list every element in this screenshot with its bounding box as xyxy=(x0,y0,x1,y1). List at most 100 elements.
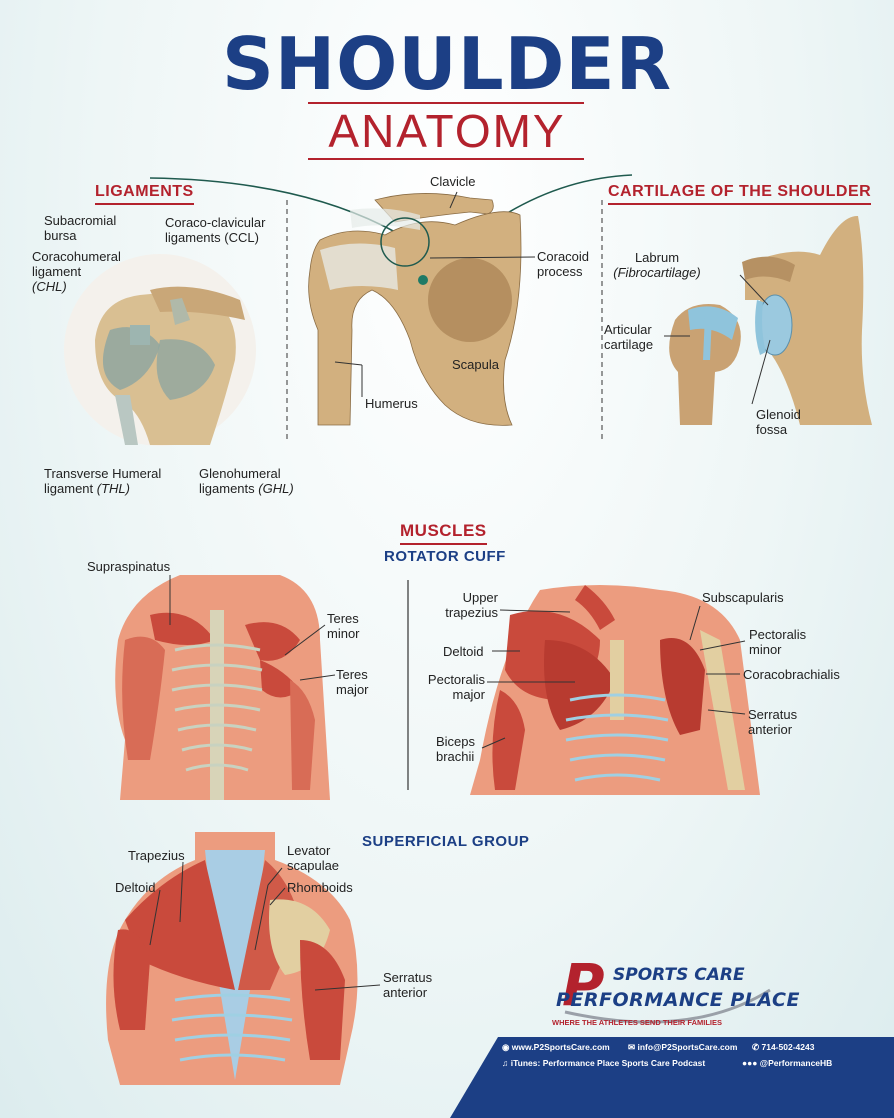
label-trapezius: Trapezius xyxy=(128,848,185,863)
label-articular-cartilage: Articular cartilage xyxy=(604,322,653,352)
label-coracobrachialis: Coracobrachialis xyxy=(743,667,840,682)
footer-social-text: @PerformanceHB xyxy=(759,1058,833,1068)
label-serratus-back-line2: anterior xyxy=(383,985,428,1000)
label-teres-major-line2: major xyxy=(336,682,369,697)
footer-email-text: info@P2SportsCare.com xyxy=(637,1042,738,1052)
label-serratus-back-line1: Serratus xyxy=(383,970,433,985)
footer-phone-text: 714-502-4243 xyxy=(761,1042,815,1052)
label-labrum-line1: Labrum xyxy=(634,250,680,265)
label-levator-line1: Levator xyxy=(287,843,331,858)
label-teres-major: Teres major xyxy=(336,667,369,697)
label-upper-trapezius: Upper trapezius xyxy=(440,590,498,620)
label-labrum: Labrum (Fibrocartilage) xyxy=(607,250,707,280)
label-pectoralis-minor: Pectoralis minor xyxy=(749,627,806,657)
label-clavicle: Clavicle xyxy=(430,174,476,189)
logo: P SPORTS CARE PERFORMANCE PLACE WHERE TH… xyxy=(548,951,799,1030)
music-note-icon: ♫ xyxy=(502,1058,509,1068)
label-biceps-line2: brachii xyxy=(436,749,475,764)
label-ghl: Glenohumeral ligaments (GHL) xyxy=(199,466,294,496)
label-thl-line1: Transverse Humeral xyxy=(44,466,162,481)
label-supraspinatus: Supraspinatus xyxy=(87,559,171,574)
footer-podcast-text: iTunes: Performance Place Sports Care Po… xyxy=(510,1058,706,1068)
label-teres-minor-line2: minor xyxy=(327,626,360,641)
footer-social[interactable]: ●●● @PerformanceHB xyxy=(742,1058,832,1068)
page-title: SHOULDER xyxy=(221,22,673,106)
ligaments-illustration xyxy=(64,254,256,446)
logo-swoosh xyxy=(564,988,771,1024)
footer-email[interactable]: ✉ info@P2SportsCare.com xyxy=(628,1042,737,1053)
mail-icon: ✉ xyxy=(628,1042,636,1052)
title-rule-bottom xyxy=(308,158,584,160)
label-pec-major-line1: Pectoralis xyxy=(427,672,485,687)
label-labrum-line2: (Fibrocartilage) xyxy=(613,265,701,280)
label-serratus-front-line1: Serratus xyxy=(748,707,798,722)
label-teres-major-line1: Teres xyxy=(336,667,368,682)
label-thl: Transverse Humeral ligament (THL) xyxy=(44,466,161,496)
label-articular-line2: cartilage xyxy=(604,337,654,352)
cartilage-illustration xyxy=(664,215,872,425)
rotator-cuff-back-illustration xyxy=(115,575,336,800)
label-pec-minor-line1: Pectoralis xyxy=(749,627,807,642)
page-subtitle: ANATOMY xyxy=(328,105,566,157)
footer-website[interactable]: ◉ www.P2SportsCare.com xyxy=(502,1042,610,1053)
label-serratus-front: Serratus anterior xyxy=(748,707,797,737)
label-pec-major-line2: major xyxy=(452,687,485,702)
logo-performance-place: PERFORMANCE PLACE xyxy=(556,989,800,1011)
label-biceps-line1: Biceps xyxy=(436,734,476,749)
label-subacromial-bursa: Subacromial bursa xyxy=(44,213,117,243)
label-ghl-line3: (GHL) xyxy=(258,481,294,496)
footer-website-text: www.P2SportsCare.com xyxy=(511,1042,610,1052)
label-serratus-back: Serratus anterior xyxy=(383,970,432,1000)
label-serratus-front-line2: anterior xyxy=(748,722,793,737)
label-thl-line2: ligament xyxy=(44,481,94,496)
label-chl-line1: Coracohumeral xyxy=(32,249,121,264)
label-scapula: Scapula xyxy=(452,357,499,372)
label-coracoid-line1: Coracoid xyxy=(537,249,590,264)
rotator-cuff-heading: ROTATOR CUFF xyxy=(384,548,506,565)
label-chl: Coracohumeral ligament (CHL) xyxy=(32,249,121,294)
label-upper-trap-line2: trapezius xyxy=(445,605,498,620)
superficial-group-heading: SUPERFICIAL GROUP xyxy=(362,833,530,850)
label-rhomboids: Rhomboids xyxy=(287,880,353,895)
logo-tagline: WHERE THE ATHLETES SEND THEIR FAMILIES xyxy=(552,1018,723,1027)
footer-phone[interactable]: ✆ 714-502-4243 xyxy=(752,1042,814,1053)
label-coracoid-line2: process xyxy=(537,264,583,279)
label-coracoid: Coracoid process xyxy=(537,249,589,279)
footer-band xyxy=(450,1037,894,1118)
label-chl-line3: (CHL) xyxy=(32,279,67,294)
muscles-heading: MUSCLES xyxy=(400,521,487,545)
label-biceps-brachii: Biceps brachii xyxy=(436,734,475,764)
label-pec-minor-line2: minor xyxy=(749,642,782,657)
superficial-group-illustration xyxy=(106,832,381,1085)
label-teres-minor: Teres minor xyxy=(327,611,360,641)
cartilage-heading: CARTILAGE OF THE SHOULDER xyxy=(608,183,872,205)
label-ccl: Coraco-clavicular ligaments (CCL) xyxy=(165,215,266,245)
footer-podcast[interactable]: ♫ iTunes: Performance Place Sports Care … xyxy=(502,1058,705,1068)
label-deltoid-back: Deltoid xyxy=(115,880,156,895)
rotator-cuff-front-illustration xyxy=(470,585,760,795)
label-ghl-line2: ligaments xyxy=(199,481,255,496)
label-ghl-line1: Glenohumeral xyxy=(199,466,281,481)
shoulder-joint-illustration xyxy=(308,191,536,426)
label-thl-line3: (THL) xyxy=(96,481,130,496)
title-rule-top xyxy=(308,102,584,104)
label-glenoid-fossa: Glenoid fossa xyxy=(756,407,801,437)
label-pectoralis-major: Pectoralis major xyxy=(421,672,485,702)
label-levator-line2: scapulae xyxy=(287,858,340,873)
label-articular-line1: Articular xyxy=(604,322,652,337)
label-glenoid-line2: fossa xyxy=(756,422,788,437)
label-upper-trap-line1: Upper xyxy=(462,590,498,605)
label-teres-minor-line1: Teres xyxy=(327,611,359,626)
phone-icon: ✆ xyxy=(752,1042,760,1052)
label-deltoid-front: Deltoid xyxy=(443,644,484,659)
logo-p-mark: P xyxy=(562,951,605,1019)
globe-icon: ◉ xyxy=(502,1042,510,1052)
label-levator-scapulae: Levator scapulae xyxy=(287,843,339,873)
label-chl-line2: ligament xyxy=(32,264,82,279)
logo-sports-care: SPORTS CARE xyxy=(613,965,745,985)
label-glenoid-line1: Glenoid xyxy=(756,407,801,422)
label-subscapularis: Subscapularis xyxy=(702,590,784,605)
ligaments-heading: LIGAMENTS xyxy=(95,183,194,205)
social-icons: ●●● xyxy=(742,1058,758,1068)
